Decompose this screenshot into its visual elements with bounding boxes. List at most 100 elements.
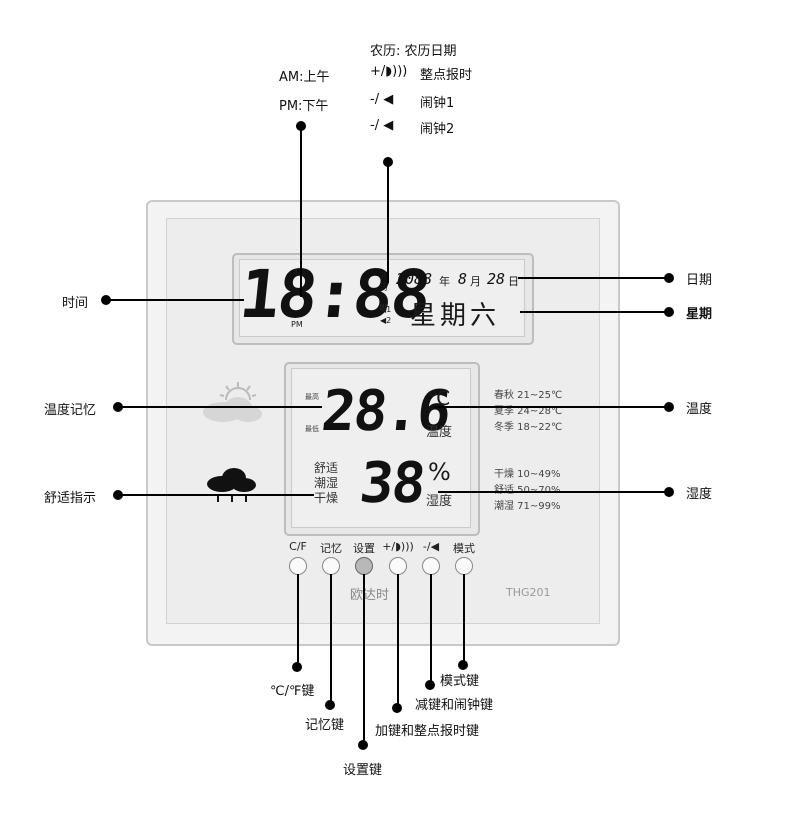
brand-logo: 欧达时: [350, 588, 390, 603]
min-temp-label: 最低: [305, 425, 319, 433]
legend-leader-dot: [383, 157, 393, 167]
lunar-legend: 农历: 农历日期: [370, 44, 457, 59]
callout-set-key: 设置键: [343, 763, 383, 778]
callout-plus-key: 加键和整点报时键: [375, 724, 480, 739]
temp-range-winter: 冬季 18~22℃: [494, 422, 563, 433]
minus-button-label: -/◀: [422, 540, 440, 553]
year-display: 2088: [396, 270, 433, 288]
callout-mode-dot: [458, 660, 468, 670]
callout-mode-key: 模式键: [440, 674, 480, 689]
temp-unit: ℃: [428, 386, 451, 410]
comfort-level-humid: 潮湿: [314, 476, 339, 490]
ampm-leader-dot: [296, 121, 306, 131]
month-unit: 月: [470, 275, 481, 288]
minus-button[interactable]: [422, 557, 440, 575]
callout-mode-line: [463, 574, 465, 664]
comfort-levels: 舒适 潮湿 干燥: [314, 461, 338, 506]
callout-date-dot: [664, 273, 674, 283]
lunar-indicator-1: 农: [380, 271, 388, 280]
mode-button-label: 模式: [453, 542, 475, 555]
callout-memory-line: [330, 574, 332, 704]
callout-memory-dot: [325, 700, 335, 710]
callout-weekday: 星期: [686, 307, 713, 322]
rain-cloud-icon: [204, 466, 260, 514]
set-button-label: 设置: [353, 542, 375, 555]
hourly-chime-legend: 整点报时: [420, 68, 473, 83]
hourly-chime-icon: [380, 295, 388, 310]
callout-weekday-dot: [664, 307, 674, 317]
callout-time: 时间: [62, 296, 89, 311]
callout-humidity-dot: [664, 487, 674, 497]
callout-plus-dot: [392, 703, 402, 713]
callout-temperature: 温度: [686, 402, 713, 417]
mode-button[interactable]: [455, 557, 473, 575]
humidity-unit: %: [428, 458, 451, 486]
temp-range-spring-autumn: 春秋 21~25℃: [494, 390, 563, 401]
alarm1-legend: 闹钟1: [420, 96, 455, 111]
month-display: 8: [458, 270, 468, 288]
weekday-display: 星期六: [410, 301, 501, 331]
alarm2-legend: 闹钟2: [420, 122, 455, 137]
day-display: 28: [487, 270, 506, 288]
callout-temp-memory-line: [118, 406, 322, 408]
callout-date-line: [518, 277, 668, 279]
humidity-label: 湿度: [426, 494, 453, 509]
callout-humidity: 湿度: [686, 487, 713, 502]
alarm2-symbol: -/ ◀: [370, 118, 394, 133]
alarm1-symbol: -/ ◀: [370, 92, 394, 107]
callout-set-dot: [358, 740, 368, 750]
set-button[interactable]: [355, 557, 373, 575]
humidity-display: 38: [356, 451, 427, 516]
callout-time-line: [106, 299, 244, 301]
callout-minus-dot: [425, 680, 435, 690]
callout-minus-line: [430, 574, 432, 684]
bottom-lcd-screen: [291, 368, 471, 528]
lunar-indicator-2: 历: [380, 283, 388, 292]
callout-cf-line: [297, 574, 299, 666]
callout-temperature-dot: [664, 402, 674, 412]
temp-label: 温度: [426, 425, 453, 440]
year-unit: 年: [439, 275, 450, 288]
alarm1-indicator: ◀1: [380, 305, 392, 314]
hourly-chime-symbol: +/◗))): [370, 64, 408, 79]
comfort-level-comfortable: 舒适: [314, 461, 339, 475]
cf-button[interactable]: [289, 557, 307, 575]
callout-cf-dot: [292, 662, 302, 672]
callout-comfort: 舒适指示: [44, 491, 97, 506]
comfort-level-dry: 干燥: [314, 491, 339, 505]
callout-minus-key: 减键和闹钟键: [415, 698, 494, 713]
callout-comfort-line: [118, 494, 314, 496]
callout-weekday-line: [520, 311, 668, 313]
legend-leader-line: [387, 163, 389, 283]
callout-humidity-line: [438, 491, 668, 493]
pm-legend: PM:下午: [279, 99, 329, 114]
alarm2-indicator: ◀2: [380, 316, 392, 325]
temp-range-summer: 夏季 24~28℃: [494, 406, 563, 417]
top-lcd-screen: [239, 259, 525, 337]
am-legend: AM:上午: [279, 70, 330, 85]
callout-memory-key: 记忆键: [305, 718, 345, 733]
ampm-leader-line: [300, 127, 302, 297]
plus-button-label: +/◗))): [382, 540, 414, 553]
callout-plus-line: [397, 574, 399, 708]
humidity-range-comfortable: 舒适 50~70%: [494, 483, 561, 499]
am-indicator: AM: [293, 268, 305, 277]
memory-button-label: 记忆: [320, 542, 342, 555]
callout-cf-key: ℃/℉键: [270, 684, 315, 699]
humidity-ranges: 干燥 10~49% 舒适 50~70% 潮湿 71~99%: [494, 467, 561, 515]
pm-indicator: PM: [291, 320, 303, 329]
callout-set-line: [363, 574, 365, 744]
temp-ranges: 春秋 21~25℃ 夏季 24~28℃ 冬季 18~22℃: [494, 388, 562, 436]
callout-date: 日期: [686, 273, 713, 288]
memory-button[interactable]: [322, 557, 340, 575]
callout-temp-memory: 温度记忆: [44, 403, 97, 418]
cf-button-label: C/F: [289, 540, 307, 553]
model-label: THG201: [506, 586, 551, 599]
plus-button[interactable]: [389, 557, 407, 575]
max-temp-label: 最高: [305, 393, 319, 401]
sun-cloud-icon: [198, 380, 268, 430]
day-unit: 日: [508, 275, 519, 288]
callout-temperature-line: [434, 406, 668, 408]
humidity-range-humid: 潮湿 71~99%: [494, 501, 561, 512]
humidity-range-dry: 干燥 10~49%: [494, 469, 561, 480]
